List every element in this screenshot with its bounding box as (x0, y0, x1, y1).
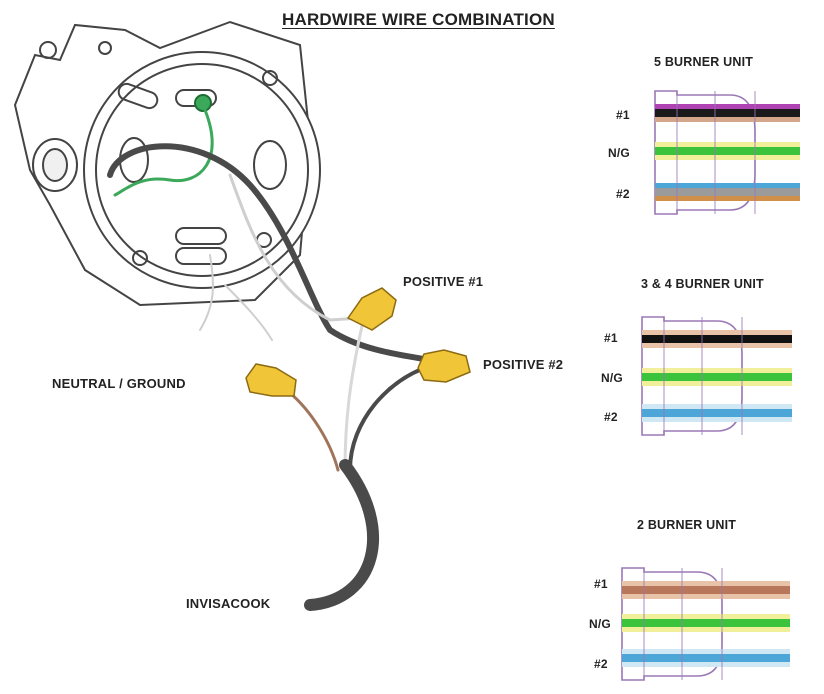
unit-34-wire-label-1: #1 (604, 331, 618, 345)
diagram-title: HARDWIRE WIRE COMBINATION (282, 10, 555, 29)
wire-stripe-top (655, 104, 800, 110)
wire-core (642, 409, 792, 417)
wire-stripe-bottom (622, 627, 790, 632)
wire-stripe-bottom (622, 594, 790, 599)
wire-stripe-bottom (655, 117, 800, 122)
unit-title-5-burner: 5 BURNER UNIT (654, 55, 754, 69)
ground-screw (194, 94, 212, 112)
wire-stripe-top (642, 404, 792, 410)
wire-stripe-top (622, 649, 790, 655)
wire-stripe-top (655, 183, 800, 189)
wire-core (655, 188, 800, 196)
wire-stripe-bottom (655, 155, 800, 160)
wire-core (642, 373, 792, 381)
wire-nut-positive-1 (346, 287, 397, 331)
unit-5-wire-label-1: #1 (616, 108, 630, 122)
wire-stripe-top (642, 368, 792, 374)
burner-unit-1 (641, 316, 792, 436)
wire-stripe-bottom (642, 417, 792, 422)
wires (107, 94, 433, 611)
callout-positive-2: POSITIVE #2 (483, 357, 564, 372)
burner-unit-0 (654, 90, 800, 215)
junction-box (13, 20, 321, 307)
callout-positive-1: POSITIVE #1 (403, 274, 484, 289)
wire-core (622, 654, 790, 662)
wire-core (622, 586, 790, 594)
wire-stripe-bottom (642, 381, 792, 386)
callout-invisacook: INVISACOOK (186, 596, 271, 611)
wire-stripe-top (655, 142, 800, 148)
unit-34-wire-label-2: #2 (604, 410, 618, 424)
burner-unit-panels (621, 90, 800, 681)
unit-34-wire-label-ng: N/G (601, 371, 623, 385)
unit-title-3-4-burner: 3 & 4 BURNER UNIT (641, 277, 764, 291)
wire-core (655, 109, 800, 117)
burner-unit-2 (621, 567, 790, 681)
wire-core (655, 147, 800, 155)
unit-title-2-burner: 2 BURNER UNIT (637, 518, 737, 532)
unit-5-wire-label-ng: N/G (608, 146, 630, 160)
unit-5-wire-label-2: #2 (616, 187, 630, 201)
wire-core (642, 335, 792, 343)
wire-nut-positive-2 (417, 349, 471, 383)
wire-stripe-top (642, 330, 792, 336)
unit-2-wire-label-ng: N/G (589, 617, 611, 631)
wire-stripe-bottom (655, 196, 800, 201)
wire-nut-neutral-ground (245, 363, 297, 397)
wire-stripe-top (622, 614, 790, 620)
wire-stripe-bottom (642, 343, 792, 348)
callout-neutral-ground: NEUTRAL / GROUND (52, 376, 186, 391)
wire-stripe-top (622, 581, 790, 587)
unit-2-wire-label-1: #1 (594, 577, 608, 591)
wire-stripe-bottom (622, 662, 790, 667)
unit-2-wire-label-2: #2 (594, 657, 608, 671)
wire-core (622, 619, 790, 627)
